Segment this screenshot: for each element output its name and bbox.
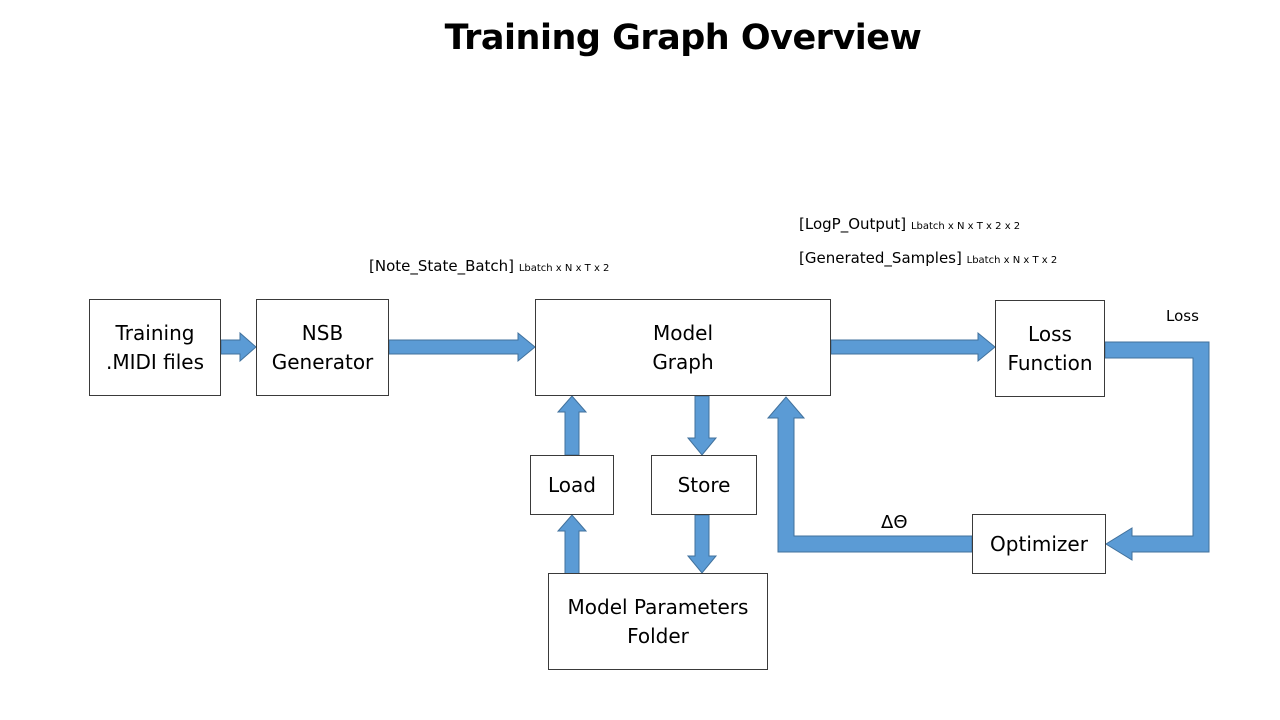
arrow-model-to-loss — [830, 331, 996, 363]
loss-line1: Loss — [1028, 321, 1072, 346]
loss-function-box: Loss Function — [995, 300, 1105, 397]
arrow-training-to-nsb — [220, 331, 257, 363]
training-line2: .MIDI files — [105, 349, 205, 374]
model-line2: Graph — [652, 349, 714, 374]
note-state-main: [Note_State_Batch] — [369, 257, 515, 275]
arrow-store-to-params — [686, 514, 718, 574]
note-state-batch-label: [Note_State_Batch] Lbatch x N x T x 2 — [369, 257, 609, 275]
training-line1: Training — [115, 320, 195, 345]
params-line1: Model Parameters — [567, 594, 749, 619]
arrow-nsb-to-model — [388, 331, 536, 363]
optimizer-box: Optimizer — [972, 514, 1106, 574]
generated-sub: Lbatch x N x T x 2 — [966, 255, 1058, 266]
model-parameters-folder-box: Model Parameters Folder — [548, 573, 768, 670]
logp-main: [LogP_Output] — [799, 215, 907, 233]
nsb-generator-box: NSB Generator — [256, 299, 389, 396]
nsb-line1: NSB — [301, 320, 344, 345]
arrow-optimizer-to-model — [766, 396, 973, 553]
diagram-title: Training Graph Overview — [444, 18, 922, 58]
nsb-line2: Generator — [271, 349, 374, 374]
loss-line2: Function — [1007, 350, 1093, 375]
arrow-load-to-model — [556, 395, 588, 456]
load-box: Load — [530, 455, 614, 515]
generated-main: [Generated_Samples] — [799, 249, 962, 267]
load-label: Load — [548, 472, 596, 497]
arrow-params-to-load — [556, 514, 588, 575]
generated-samples-label: [Generated_Samples] Lbatch x N x T x 2 — [799, 249, 1057, 267]
store-box: Store — [651, 455, 757, 515]
arrow-loss-to-optimizer — [1104, 341, 1210, 561]
arrow-model-to-store — [686, 395, 718, 456]
store-label: Store — [677, 472, 731, 497]
optimizer-label: Optimizer — [990, 531, 1088, 556]
loss-edge-label: Loss — [1166, 307, 1199, 325]
logp-sub: Lbatch x N x T x 2 x 2 — [910, 221, 1021, 232]
delta-theta-label: ΔΘ — [881, 512, 908, 533]
model-line1: Model — [652, 320, 714, 345]
training-midi-files-box: Training .MIDI files — [89, 299, 221, 396]
logp-output-label: [LogP_Output] Lbatch x N x T x 2 x 2 — [799, 215, 1020, 233]
model-graph-box: Model Graph — [535, 299, 831, 396]
note-state-sub: Lbatch x N x T x 2 — [518, 263, 610, 274]
params-line2: Folder — [627, 623, 689, 648]
